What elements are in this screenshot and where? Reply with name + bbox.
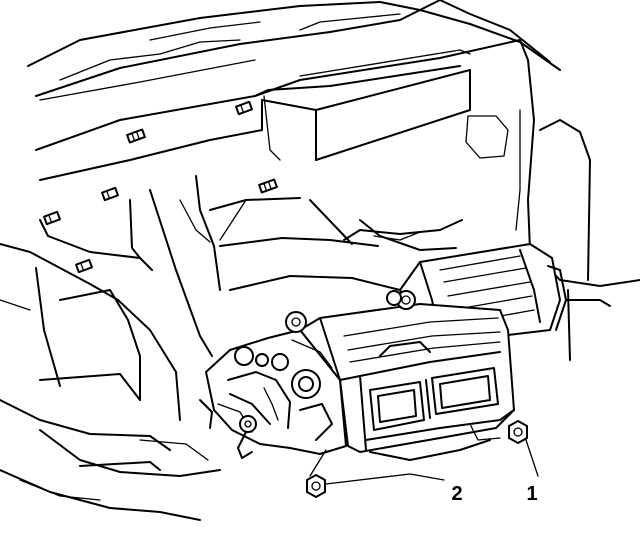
nut-icon bbox=[306, 474, 326, 498]
bolt-icon bbox=[43, 210, 61, 226]
a-pillar bbox=[465, 39, 640, 361]
firewall-bolt-icons bbox=[43, 100, 278, 274]
dash-panel bbox=[35, 39, 521, 181]
callout-label-1: 1 bbox=[526, 483, 537, 505]
callout-label-2: 2 bbox=[451, 483, 462, 505]
stud-icon bbox=[239, 415, 257, 433]
left-kick-panel bbox=[0, 243, 221, 521]
nut-icon bbox=[508, 420, 528, 444]
bolt-icon bbox=[235, 100, 253, 116]
windshield-cowl bbox=[27, 0, 561, 101]
stud-icon bbox=[285, 311, 307, 333]
fastener-2 bbox=[306, 449, 445, 498]
bolt-icon bbox=[101, 186, 119, 202]
bolt-icon bbox=[75, 258, 93, 274]
bolt-icon bbox=[258, 178, 278, 194]
bolt-icon bbox=[126, 128, 146, 144]
stud-icon bbox=[386, 290, 402, 306]
fastener-1 bbox=[508, 420, 539, 477]
floor-and-tunnel bbox=[39, 175, 463, 357]
hvac-module bbox=[199, 243, 567, 461]
